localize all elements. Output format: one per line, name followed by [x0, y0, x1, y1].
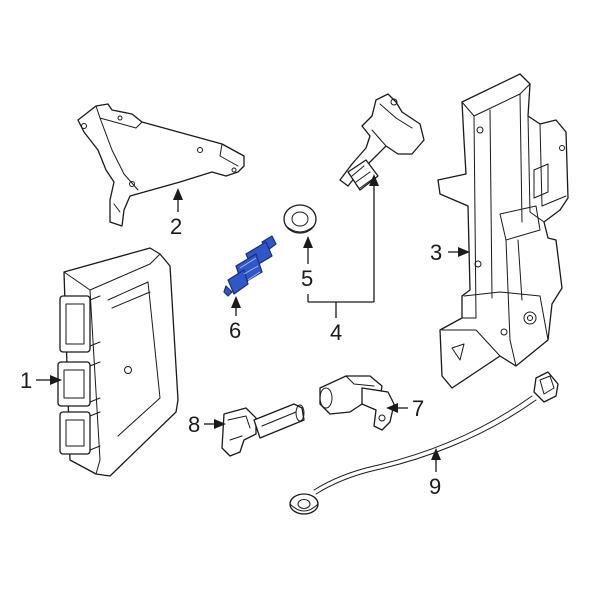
- part-5-seal[interactable]: [283, 204, 317, 234]
- part-8-sensor[interactable]: [221, 403, 305, 457]
- callout-1: 1: [20, 368, 32, 393]
- part-6-spark-plug[interactable]: [223, 235, 277, 297]
- callout-3: 3: [430, 240, 442, 265]
- callout-8: 8: [188, 412, 200, 437]
- part-1-control-module[interactable]: [57, 247, 179, 477]
- callout-4: 4: [330, 320, 342, 345]
- part-3-mounting-bracket[interactable]: [437, 73, 569, 389]
- callout-6: 6: [229, 318, 241, 343]
- callout-5: 5: [301, 266, 313, 291]
- callout-9: 9: [429, 474, 441, 499]
- callout-leaders: [36, 174, 470, 472]
- part-9-knock-sensor[interactable]: [289, 371, 559, 515]
- callout-7: 7: [412, 396, 424, 421]
- part-4-ignition-coil[interactable]: [339, 93, 425, 191]
- callout-2: 2: [170, 214, 182, 239]
- part-7-sensor[interactable]: [319, 375, 395, 431]
- part-2-bracket[interactable]: [77, 103, 245, 227]
